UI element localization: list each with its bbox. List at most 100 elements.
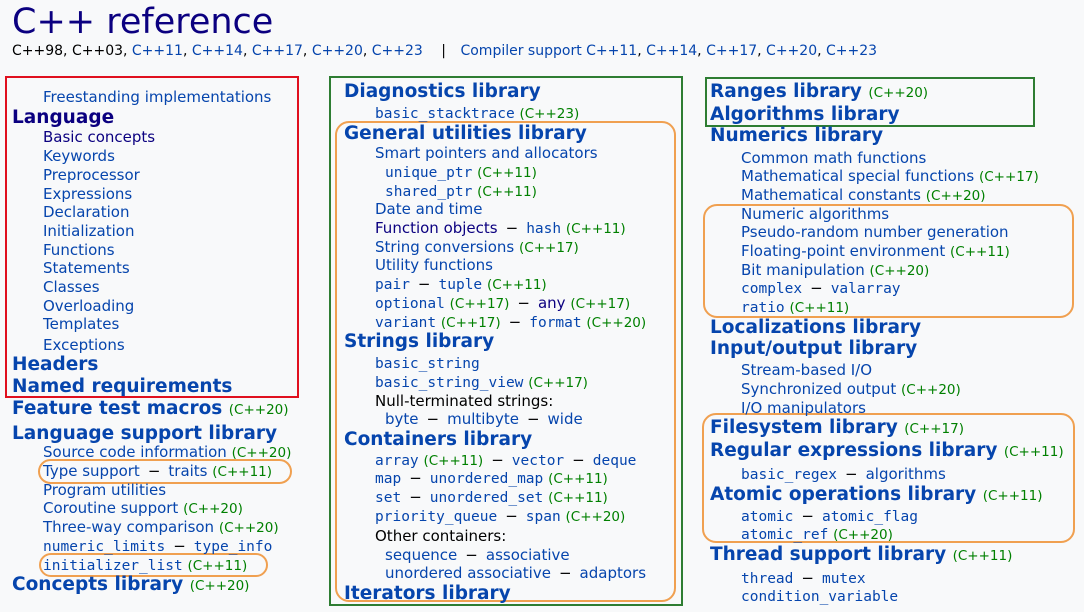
link-unordered-associative[interactable]: unordered associative	[385, 564, 551, 582]
link-utility-functions[interactable]: Utility functions	[375, 256, 493, 274]
link-sequence[interactable]: sequence	[385, 546, 458, 564]
link-initializer-list[interactable]: initializer_list	[43, 558, 183, 574]
link-preprocessor[interactable]: Preprocessor	[43, 166, 140, 184]
link-basic-string-view[interactable]: basic_string_view	[375, 375, 524, 391]
std-link-cpp14[interactable]: C++14	[191, 43, 243, 59]
link-fenv[interactable]: Floating-point environment	[741, 242, 946, 260]
heading-language-support[interactable]: Language support library	[12, 423, 278, 444]
link-type-support[interactable]: Type support	[43, 462, 140, 480]
link-common-math[interactable]: Common math functions	[741, 149, 927, 167]
heading-general-utilities[interactable]: General utilities library	[344, 123, 587, 144]
heading-atomic-ops[interactable]: Atomic operations library (C++11)	[710, 484, 1042, 507]
compiler-link-cpp14[interactable]: C++14	[646, 43, 698, 59]
link-program-utilities[interactable]: Program utilities	[43, 481, 167, 499]
compiler-link-cpp20[interactable]: C++20	[766, 43, 818, 59]
link-variant[interactable]: variant	[375, 315, 437, 331]
heading-io[interactable]: Input/output library	[710, 338, 918, 359]
heading-thread-support[interactable]: Thread support library (C++11)	[710, 544, 1012, 567]
link-atomic-flag[interactable]: atomic_flag	[821, 509, 918, 525]
heading-containers[interactable]: Containers library	[344, 429, 533, 450]
link-three-way[interactable]: Three-way comparison	[43, 518, 215, 536]
link-atomic[interactable]: atomic	[741, 509, 794, 525]
link-overloading[interactable]: Overloading	[43, 297, 135, 315]
heading-concepts[interactable]: Concepts library (C++20)	[12, 574, 249, 597]
heading-named-requirements[interactable]: Named requirements	[12, 376, 233, 397]
link-tuple[interactable]: tuple	[438, 277, 483, 293]
link-expressions[interactable]: Expressions	[43, 185, 133, 203]
link-type-info[interactable]: type_info	[193, 539, 273, 555]
link-numeric-algorithms[interactable]: Numeric algorithms	[741, 205, 890, 223]
link-atomic-ref[interactable]: atomic_ref	[741, 527, 829, 543]
link-bit-manipulation[interactable]: Bit manipulation	[741, 261, 865, 279]
std-link-cpp17[interactable]: C++17	[251, 43, 303, 59]
link-map[interactable]: map	[375, 471, 402, 487]
link-unordered-map[interactable]: unordered_map	[429, 471, 544, 487]
link-mutex[interactable]: mutex	[821, 571, 866, 587]
filesystem-label[interactable]: Filesystem library	[710, 417, 898, 438]
link-regex-algorithms[interactable]: algorithms	[865, 465, 946, 483]
heading-feature-test[interactable]: Feature test macros (C++20)	[12, 398, 289, 421]
link-coroutine[interactable]: Coroutine support	[43, 499, 179, 517]
link-shared-ptr[interactable]: shared_ptr	[385, 184, 473, 200]
link-smart-pointers[interactable]: Smart pointers and allocators	[375, 144, 598, 162]
std-link-cpp11[interactable]: C++11	[131, 43, 183, 59]
heading-diagnostics[interactable]: Diagnostics library	[344, 81, 541, 102]
link-priority-queue[interactable]: priority_queue	[375, 509, 498, 525]
compiler-link-cpp11[interactable]: C++11	[586, 43, 638, 59]
atomic-ops-label[interactable]: Atomic operations library	[710, 484, 977, 505]
link-thread[interactable]: thread	[741, 571, 794, 587]
regex-label[interactable]: Regular expressions library	[710, 440, 998, 461]
link-traits[interactable]: traits	[168, 462, 208, 480]
link-keywords[interactable]: Keywords	[43, 147, 115, 165]
feature-test-label[interactable]: Feature test macros	[12, 398, 223, 419]
heading-iterators[interactable]: Iterators library	[344, 583, 511, 604]
compiler-link-cpp23[interactable]: C++23	[826, 43, 878, 59]
link-function-objects[interactable]: Function objects	[375, 219, 498, 237]
link-basic-stacktrace[interactable]: basic_stacktrace	[375, 106, 515, 122]
heading-headers[interactable]: Headers	[12, 354, 99, 375]
std-link-cpp20[interactable]: C++20	[311, 43, 363, 59]
link-deque[interactable]: deque	[592, 453, 637, 469]
link-hash[interactable]: hash	[526, 221, 562, 237]
link-statements[interactable]: Statements	[43, 259, 130, 277]
link-set[interactable]: set	[375, 490, 402, 506]
link-templates[interactable]: Templates	[43, 315, 120, 333]
link-optional[interactable]: optional	[375, 296, 445, 312]
link-declaration[interactable]: Declaration	[43, 203, 130, 221]
link-sync-output[interactable]: Synchronized output	[741, 380, 897, 398]
heading-strings[interactable]: Strings library	[344, 331, 495, 352]
link-vector[interactable]: vector	[511, 453, 565, 469]
link-adaptors[interactable]: adaptors	[579, 564, 647, 582]
link-freestanding[interactable]: Freestanding implementations	[43, 88, 272, 106]
link-pair[interactable]: pair	[375, 277, 410, 293]
heading-regex[interactable]: Regular expressions library (C++11)	[710, 440, 1064, 463]
link-complex[interactable]: complex	[741, 281, 803, 297]
link-condition-variable[interactable]: condition_variable	[741, 589, 899, 605]
link-associative[interactable]: associative	[485, 546, 570, 564]
link-functions[interactable]: Functions	[43, 241, 115, 259]
heading-localizations[interactable]: Localizations library	[710, 317, 922, 338]
heading-filesystem[interactable]: Filesystem library (C++17)	[710, 417, 964, 440]
link-special-math[interactable]: Mathematical special functions	[741, 167, 975, 185]
link-wide[interactable]: wide	[547, 410, 583, 428]
link-ratio[interactable]: ratio	[741, 300, 785, 316]
ranges-label[interactable]: Ranges library	[710, 81, 862, 102]
link-source-code[interactable]: Source code information	[43, 443, 227, 461]
link-exceptions[interactable]: Exceptions	[43, 336, 125, 354]
link-span[interactable]: span	[525, 509, 561, 525]
link-basic-concepts[interactable]: Basic concepts	[43, 128, 156, 146]
link-math-constants[interactable]: Mathematical constants	[741, 186, 921, 204]
heading-algorithms[interactable]: Algorithms library	[710, 104, 900, 125]
compiler-support-link[interactable]: Compiler support	[460, 43, 582, 59]
link-unique-ptr[interactable]: unique_ptr	[385, 165, 473, 181]
link-stream-io[interactable]: Stream-based I/O	[741, 361, 873, 379]
compiler-link-cpp17[interactable]: C++17	[706, 43, 758, 59]
std-link-cpp23[interactable]: C++23	[371, 43, 423, 59]
thread-support-label[interactable]: Thread support library	[710, 544, 947, 565]
link-basic-regex[interactable]: basic_regex	[741, 467, 838, 483]
link-string-conversions[interactable]: String conversions	[375, 238, 515, 256]
link-prng[interactable]: Pseudo-random number generation	[741, 223, 1009, 241]
link-valarray[interactable]: valarray	[830, 281, 901, 297]
link-basic-string[interactable]: basic_string	[375, 356, 480, 372]
link-classes[interactable]: Classes	[43, 278, 100, 296]
